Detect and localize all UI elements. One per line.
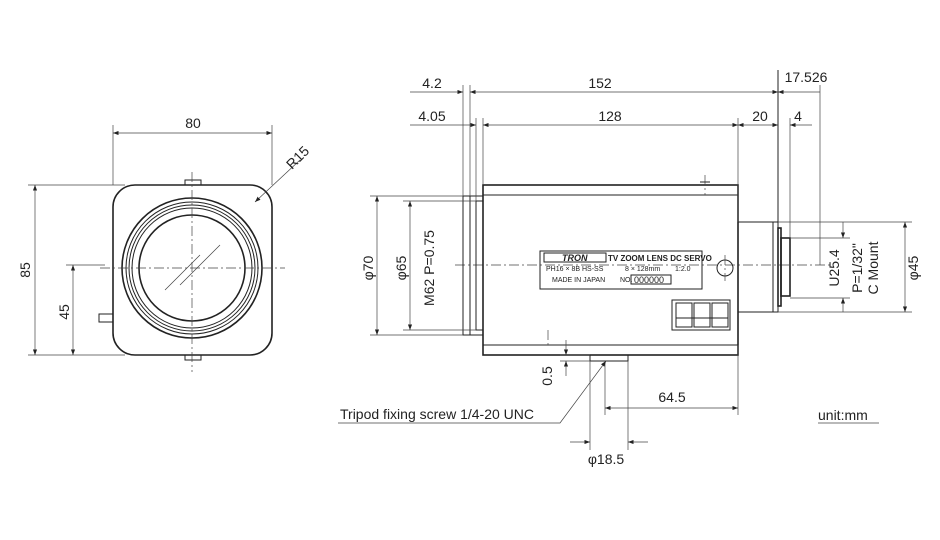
dim-tripod-position: 64.5	[658, 389, 685, 405]
dim-body-length: 128	[598, 108, 622, 124]
brand-logo: TRON	[562, 253, 588, 263]
dim-mount-length: 4	[794, 108, 802, 124]
nameplate-serial: 000000	[634, 275, 664, 285]
dim-4-2: 4.2	[422, 75, 442, 91]
dim-outer-diameter: φ70	[360, 255, 376, 280]
screw-height-dim: 45	[56, 304, 72, 320]
front-width-dim: 80	[185, 115, 201, 131]
nameplate-aperture: 1:2.0	[675, 266, 691, 273]
dim-4-05: 4.05	[418, 108, 445, 124]
dim-rear-length: 20	[752, 108, 768, 124]
dim-mount-pitch: P=1/32"	[849, 243, 865, 293]
dim-back-focus: 17.526	[785, 69, 828, 85]
dim-filter-thread: M62 P=0.75	[421, 230, 437, 306]
dim-tripod-diameter: φ18.5	[588, 451, 625, 467]
nameplate: TRON TV ZOOM LENS DC SERVO PH16 × 8B HS-…	[539, 250, 712, 290]
unit-label: unit:mm	[818, 407, 868, 423]
nameplate-no-label: NO.	[620, 277, 633, 284]
radius-dim: R15	[283, 142, 313, 172]
control-box	[671, 299, 731, 331]
dim-mount-thread: U25.4	[826, 249, 842, 287]
dim-total-length: 152	[588, 75, 612, 91]
nameplate-model: PH16 × 8B HS-SS	[546, 266, 604, 273]
tripod-label: Tripod fixing screw 1/4-20 UNC	[340, 406, 534, 422]
nameplate-origin: MADE IN JAPAN	[552, 277, 605, 284]
side-view: TRON TV ZOOM LENS DC SERVO PH16 × 8B HS-…	[338, 69, 921, 467]
dim-rear-diameter: φ45	[905, 255, 921, 280]
nameplate-title: TV ZOOM LENS DC SERVO	[608, 254, 712, 263]
front-view: 80 85 45 R15	[17, 115, 312, 372]
nameplate-focal: 8 × 128mm	[625, 266, 660, 273]
dim-mount-type: C Mount	[865, 241, 881, 294]
dim-tripod-offset: 0.5	[539, 366, 555, 386]
front-height-dim: 85	[17, 262, 33, 278]
dim-inner-diameter: φ65	[393, 255, 409, 280]
